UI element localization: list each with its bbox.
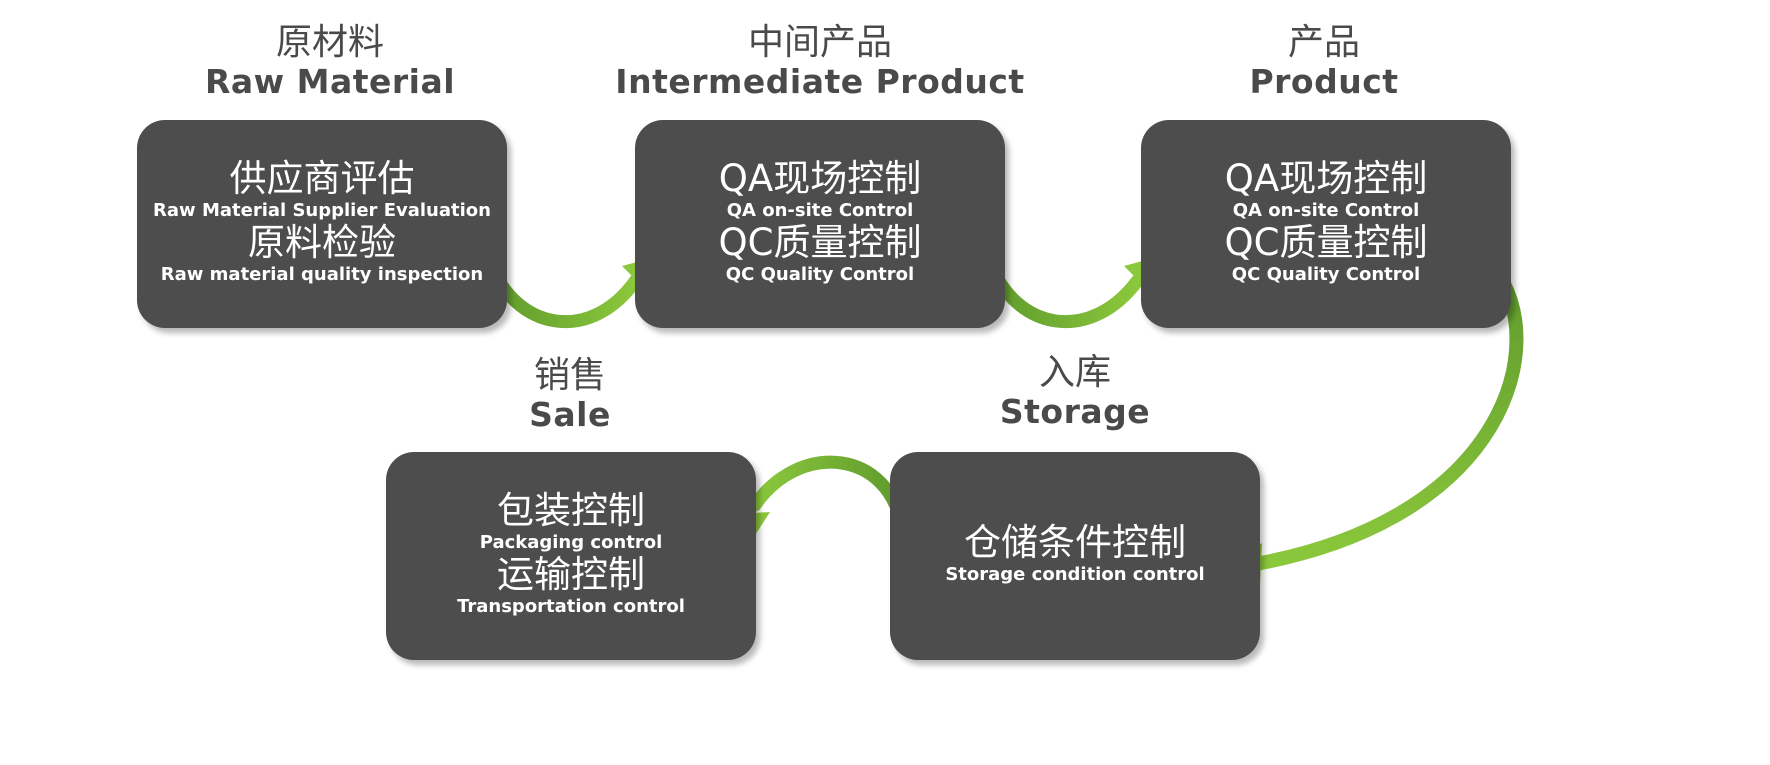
qa-onsite-control-cn: QA现场控制 <box>718 156 922 200</box>
product-qc-quality-control-en: QC Quality Control <box>1231 263 1421 285</box>
storage-title-en: Storage <box>999 392 1151 432</box>
product-title-cn: 产品 <box>1287 22 1360 63</box>
qa-onsite-control-en: QA on-site Control <box>726 199 914 221</box>
storage-condition-control-en: Storage condition control <box>945 563 1205 585</box>
packaging-control-en: Packaging control <box>479 531 663 553</box>
product-qa-onsite-control-cn: QA现场控制 <box>1224 156 1428 200</box>
storage-title-cn: 入库 <box>1038 352 1111 393</box>
transportation-control-en: Transportation control <box>457 595 685 617</box>
packaging-control-cn: 包装控制 <box>497 488 645 532</box>
raw-material-title: 原材料 Raw Material <box>170 22 490 101</box>
product-title-en: Product <box>1249 62 1399 102</box>
transportation-control-cn: 运输控制 <box>497 553 645 596</box>
intermediate-product-title-en: Intermediate Product <box>615 62 1025 102</box>
curved-arrow-icon <box>483 255 652 329</box>
sale-title-cn: 销售 <box>533 355 606 396</box>
sale-title-en: Sale <box>529 395 611 435</box>
qc-quality-control-en: QC Quality Control <box>725 263 915 285</box>
curved-arrow-icon <box>734 455 909 540</box>
supplier-evaluation-cn: 供应商评估 <box>229 156 415 200</box>
sale-box: 包装控制 Packaging control 运输控制 Transportati… <box>386 452 756 660</box>
storage-box: 仓储条件控制 Storage condition control <box>890 452 1260 660</box>
curved-arrow-icon <box>983 255 1154 329</box>
qc-quality-control-cn: QC质量控制 <box>718 221 922 264</box>
intermediate-product-title: 中间产品 Intermediate Product <box>610 22 1030 101</box>
product-qa-onsite-control-en: QA on-site Control <box>1232 199 1420 221</box>
raw-material-title-cn: 原材料 <box>275 22 384 63</box>
product-title: 产品 Product <box>1174 22 1474 101</box>
material-inspection-cn: 原料检验 <box>248 221 396 264</box>
product-qc-quality-control-cn: QC质量控制 <box>1224 221 1428 264</box>
supplier-evaluation-en: Raw Material Supplier Evaluation <box>153 199 491 221</box>
product-box: QA现场控制 QA on-site Control QC质量控制 QC Qual… <box>1141 120 1511 328</box>
intermediate-product-box: QA现场控制 QA on-site Control QC质量控制 QC Qual… <box>635 120 1005 328</box>
intermediate-product-title-cn: 中间产品 <box>747 22 892 63</box>
storage-condition-control-cn: 仓储条件控制 <box>964 520 1186 564</box>
raw-material-box: 供应商评估 Raw Material Supplier Evaluation 原… <box>137 120 507 328</box>
raw-material-title-en: Raw Material <box>204 62 456 102</box>
storage-title: 入库 Storage <box>950 352 1200 431</box>
sale-title: 销售 Sale <box>470 355 670 434</box>
material-inspection-en: Raw material quality inspection <box>160 263 484 285</box>
